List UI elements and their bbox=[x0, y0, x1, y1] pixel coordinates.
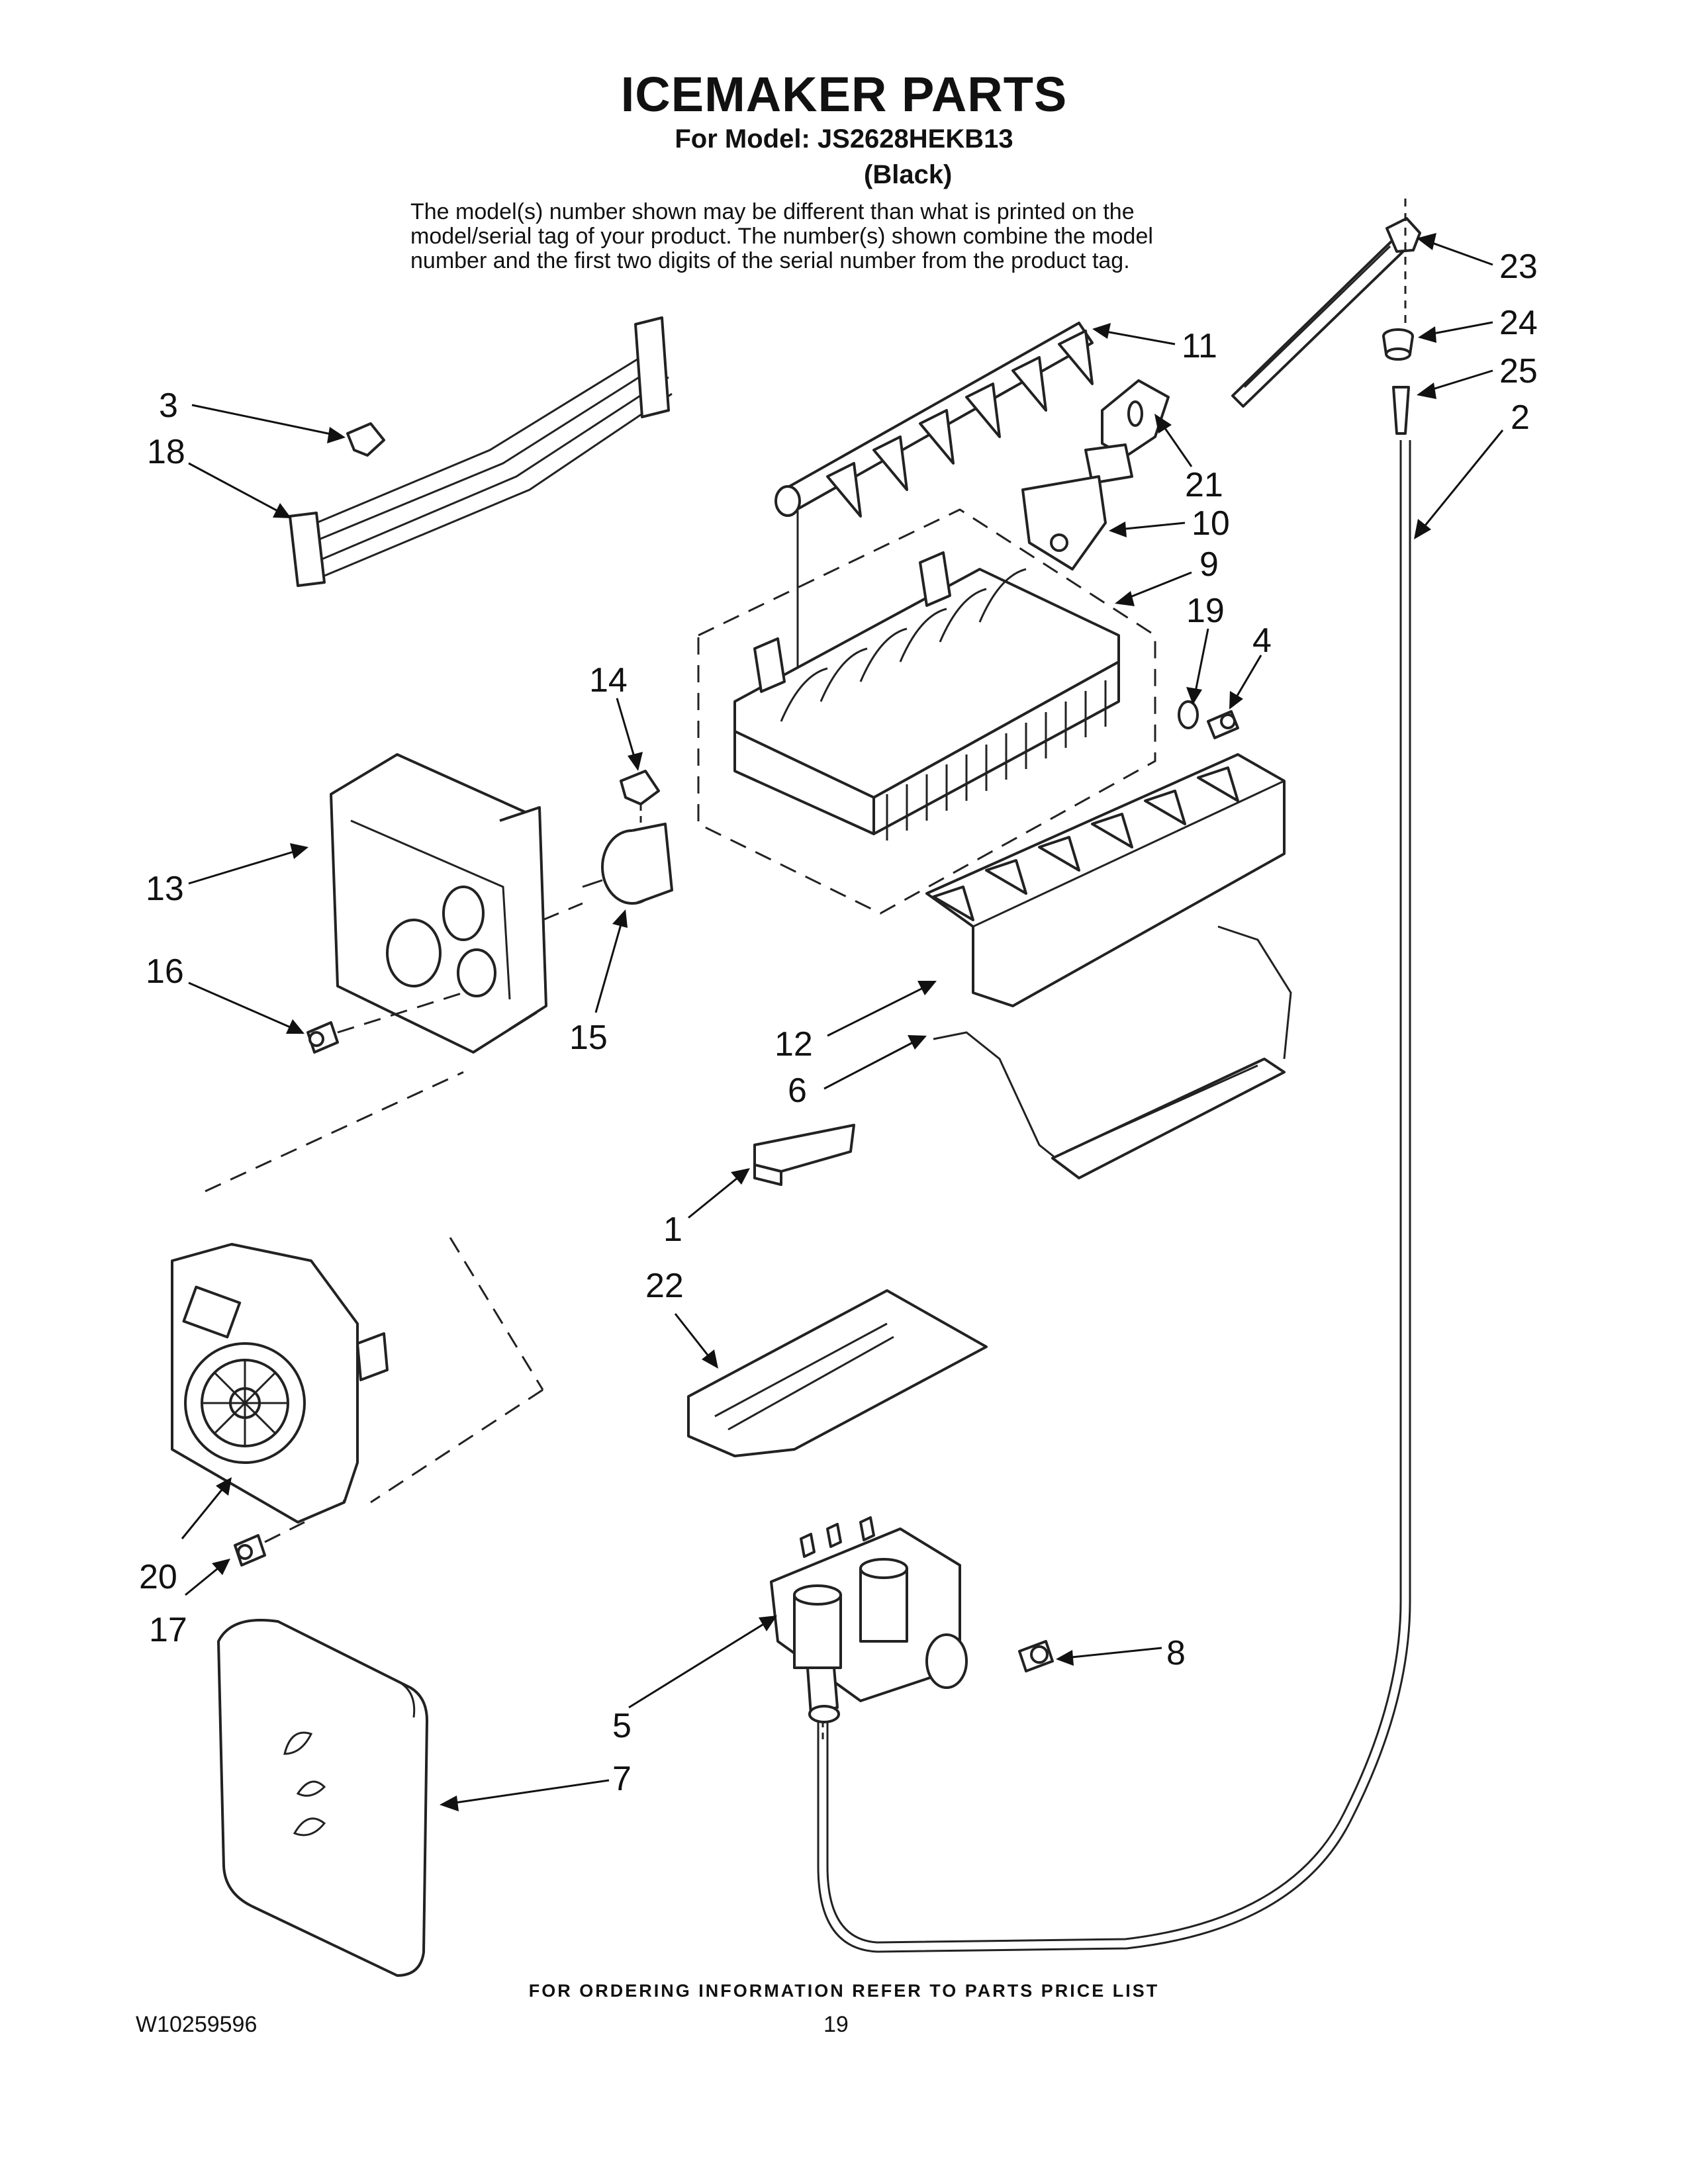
callout-25: 25 bbox=[1499, 352, 1538, 390]
part-15-thermostat bbox=[582, 823, 673, 905]
callout-12: 12 bbox=[774, 1025, 813, 1064]
part-11-ejector bbox=[774, 322, 1094, 761]
part-21-cam bbox=[1084, 379, 1170, 484]
part-7-cover bbox=[217, 1619, 428, 1977]
part-24-grommet bbox=[1382, 328, 1414, 361]
callout-11: 11 bbox=[1182, 327, 1217, 365]
callout-7: 7 bbox=[612, 1760, 632, 1798]
callout-5: 5 bbox=[612, 1707, 632, 1745]
callout-20: 20 bbox=[139, 1558, 177, 1596]
part-3-wire-clip bbox=[346, 422, 385, 457]
callout-4: 4 bbox=[1252, 621, 1272, 660]
part-22-shield bbox=[687, 1289, 988, 1457]
callout-14: 14 bbox=[589, 661, 628, 700]
part-2-water-tube bbox=[817, 199, 1411, 1953]
callout-23: 23 bbox=[1499, 248, 1538, 286]
callout-1: 1 bbox=[663, 1210, 682, 1249]
part-20-motor-module bbox=[171, 1071, 544, 1524]
model-color: (Black) bbox=[864, 160, 953, 189]
part-17-screw bbox=[234, 1521, 305, 1567]
model-number: For Model: JS2628HEKB13 bbox=[675, 124, 1013, 154]
ordering-info: FOR ORDERING INFORMATION REFER TO PARTS … bbox=[528, 1981, 1160, 2001]
callout-2: 2 bbox=[1511, 398, 1530, 437]
disclaimer: The model(s) number shown may be differe… bbox=[410, 200, 1337, 273]
callout-13: 13 bbox=[146, 870, 184, 908]
part-6-shutoff-arm bbox=[933, 925, 1292, 1179]
callout-16: 16 bbox=[146, 952, 184, 991]
callout-6: 6 bbox=[788, 1071, 807, 1110]
part-10-shutoff-bracket bbox=[1021, 475, 1107, 570]
part-8-screw bbox=[1018, 1640, 1054, 1672]
callout-labels: 23 24 25 2 11 21 10 9 19 4 3 18 14 13 16… bbox=[139, 248, 1538, 1798]
page-title: ICEMAKER PARTS bbox=[620, 67, 1068, 122]
disclaimer-line-3: number and the first two digits of the s… bbox=[410, 248, 1130, 273]
page-number: 19 bbox=[823, 2012, 849, 2037]
callout-3: 3 bbox=[159, 387, 178, 425]
callout-22: 22 bbox=[645, 1267, 684, 1305]
part-18-wire-harness bbox=[289, 316, 673, 587]
callout-21: 21 bbox=[1185, 466, 1223, 504]
callout-19: 19 bbox=[1186, 592, 1225, 630]
disclaimer-line-2: model/serial tag of your product. The nu… bbox=[410, 224, 1153, 249]
part-4-screw bbox=[1207, 710, 1239, 739]
callout-9: 9 bbox=[1199, 545, 1219, 584]
part-12-ice-stripper bbox=[925, 753, 1286, 1007]
part-5-water-valve bbox=[770, 1516, 968, 1741]
callout-8: 8 bbox=[1166, 1634, 1186, 1672]
part-25-tube-connector bbox=[1392, 386, 1410, 435]
callout-15: 15 bbox=[569, 1019, 608, 1057]
document-number: W10259596 bbox=[136, 2012, 258, 2037]
callout-17: 17 bbox=[149, 1611, 187, 1649]
callout-18: 18 bbox=[147, 433, 185, 471]
part-19-washer bbox=[1178, 700, 1199, 729]
callout-10: 10 bbox=[1192, 504, 1230, 543]
part-13-control-housing bbox=[330, 753, 583, 1054]
part-16-screw bbox=[306, 991, 464, 1054]
disclaimer-line-1: The model(s) number shown may be differe… bbox=[410, 199, 1135, 224]
part-1-insulator bbox=[753, 1124, 855, 1186]
leader-lines bbox=[181, 233, 1504, 1811]
part-9-mold bbox=[697, 508, 1156, 915]
part-23-fill-tube bbox=[1231, 217, 1421, 408]
callout-24: 24 bbox=[1499, 304, 1538, 342]
